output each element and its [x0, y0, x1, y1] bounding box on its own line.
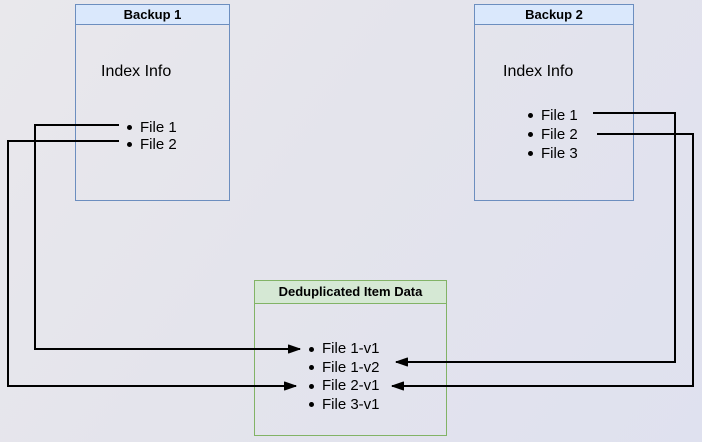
backup1-index-label: Index Info	[101, 63, 172, 80]
dedup-box: Deduplicated Item Data File 1-v1 File 1-…	[254, 280, 447, 436]
dedup-header: Deduplicated Item Data	[255, 281, 446, 304]
backup1-file-list: File 1 File 2	[127, 119, 177, 153]
list-item-file2: File 2	[528, 125, 578, 144]
backup1-box: Backup 1 Index Info File 1 File 2	[75, 4, 230, 201]
backup2-index-label: Index Info	[503, 63, 574, 80]
list-item-file3-v1: File 3-v1	[309, 396, 380, 415]
backup2-header: Backup 2	[475, 5, 633, 25]
list-item-file3: File 3	[528, 144, 578, 163]
list-item-file2: File 2	[127, 136, 177, 153]
list-item-file1: File 1	[127, 119, 177, 136]
backup2-box: Index Info Backup 2 File 1 File 2 File 3	[474, 4, 634, 201]
list-item-file1: File 1	[528, 106, 578, 125]
backup2-file-list: File 1 File 2 File 3	[528, 106, 578, 163]
backup1-header: Backup 1	[76, 5, 229, 25]
list-item-file2-v1: File 2-v1	[309, 377, 380, 396]
dedup-item-list: File 1-v1 File 1-v2 File 2-v1 File 3-v1	[309, 340, 380, 414]
list-item-file1-v1: File 1-v1	[309, 340, 380, 359]
list-item-file1-v2: File 1-v2	[309, 359, 380, 378]
